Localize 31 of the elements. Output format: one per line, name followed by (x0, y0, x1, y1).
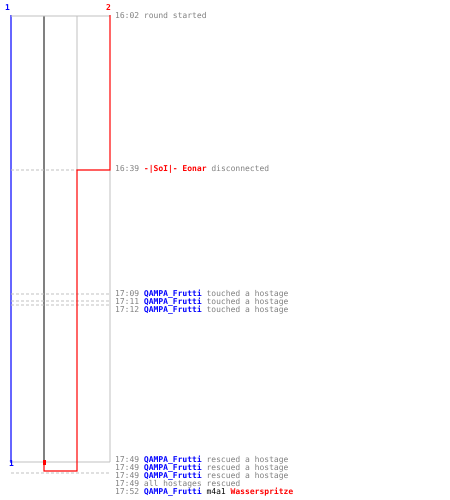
player-name: QAMPA_Frutti (144, 487, 202, 496)
timestamp: 17:49 (115, 471, 140, 480)
weapon-name: Wasserspritze (230, 487, 294, 496)
timestamp: 16:39 (115, 164, 140, 173)
event-text: touched a hostage (206, 297, 288, 306)
timestamp: 17:49 (115, 455, 140, 464)
player-name: QAMPA_Frutti (144, 297, 202, 306)
player-name: -|SoI|- Eonar (144, 164, 207, 173)
weapon-name: m4a1 (206, 487, 226, 496)
event-text: round started (144, 11, 207, 20)
event-text: disconnected (211, 164, 270, 173)
event-text: touched a hostage (206, 289, 288, 298)
player-name: QAMPA_Frutti (144, 471, 202, 480)
timestamp: 17:49 (115, 463, 140, 472)
player-name: QAMPA_Frutti (144, 463, 202, 472)
event-text: rescued a hostage (206, 463, 288, 472)
timestamp: 17:49 (115, 479, 140, 488)
event-text: all hostages rescued (144, 479, 240, 488)
player-name: QAMPA_Frutti (144, 305, 202, 314)
event-text: rescued a hostage (206, 455, 288, 464)
player-name: QAMPA_Frutti (144, 289, 202, 298)
event-text: touched a hostage (206, 305, 288, 314)
player-name: QAMPA_Frutti (144, 455, 202, 464)
timestamp: 17:12 (115, 305, 140, 314)
timestamp: 16:02 (115, 11, 140, 20)
timestamp: 17:11 (115, 297, 140, 306)
event-text: rescued a hostage (206, 471, 288, 480)
team-number: 2 (106, 4, 111, 12)
team-number: 1 (5, 4, 10, 12)
timestamp: 17:09 (115, 289, 140, 298)
timestamp: 17:52 (115, 487, 140, 496)
